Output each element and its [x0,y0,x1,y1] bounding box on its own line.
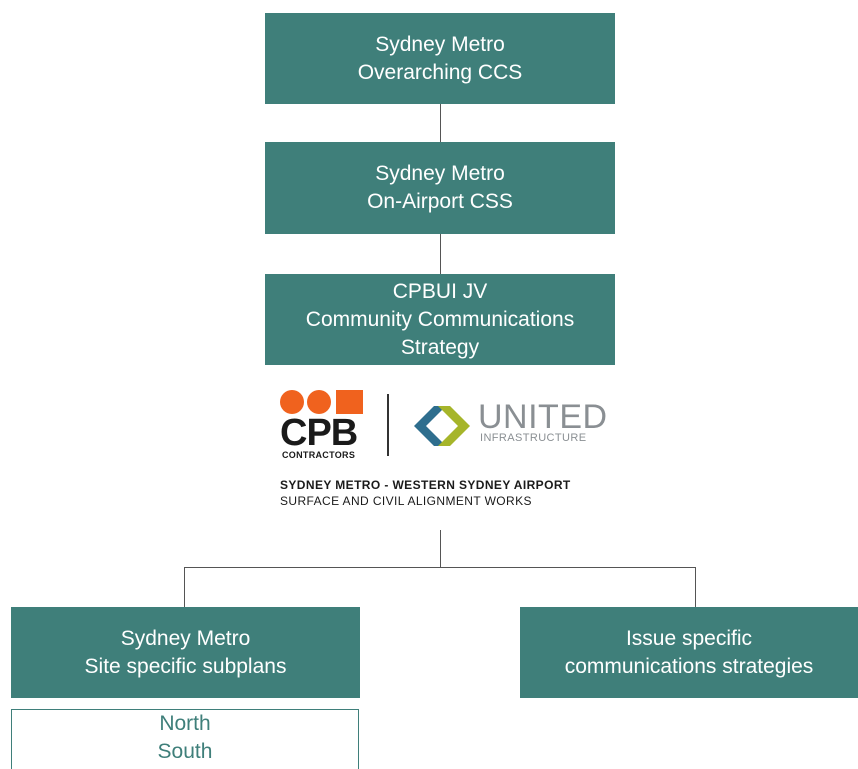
subplan-item: North [159,712,211,735]
cpb-shapes-icon [280,390,363,414]
connector-left-drop [184,567,185,607]
node-issue-specific-strategies: Issue specific communications strategies [520,607,858,698]
node-overarching-ccs: Sydney Metro Overarching CCS [265,13,615,104]
subplan-item: South [157,740,213,763]
node-line: Strategy [400,335,480,359]
node-line: Issue specific [625,626,753,650]
node-on-airport-css: Sydney Metro On-Airport CSS [265,142,615,234]
node-line: CPBUI JV [392,279,488,303]
united-subtitle: INFRASTRUCTURE [480,432,587,444]
cpbui-logo: CPB CONTRACTORS UNITED INFRASTRUCTURE SY… [280,390,610,510]
connector-horizontal [184,567,696,568]
united-chain-icon [414,406,470,446]
connector-logo-branch [440,530,441,568]
node-site-specific-subplans: Sydney Metro Site specific subplans [11,607,360,698]
connector-right-drop [695,567,696,607]
connector-1-2 [440,104,441,142]
cpb-subtitle: CONTRACTORS [282,450,356,460]
connector-2-3 [440,234,441,274]
node-line: Community Communications [305,307,575,331]
subplan-list: North South [11,709,359,769]
project-tagline-1: SYDNEY METRO - WESTERN SYDNEY AIRPORT [280,478,571,492]
node-line: Sydney Metro [120,626,251,650]
node-line: Sydney Metro [375,162,505,185]
node-line: On-Airport CSS [367,190,513,213]
logo-divider [387,394,389,456]
node-cpbui-strategy: CPBUI JV Community Communications Strate… [265,274,615,365]
project-tagline-2: SURFACE AND CIVIL ALIGNMENT WORKS [280,494,532,508]
node-line: Sydney Metro [375,32,505,56]
node-line: Site specific subplans [84,654,287,678]
united-wordmark: UNITED [478,398,608,436]
node-line: Overarching CCS [357,60,523,84]
node-line: communications strategies [564,654,814,678]
cpb-wordmark: CPB [280,412,358,454]
